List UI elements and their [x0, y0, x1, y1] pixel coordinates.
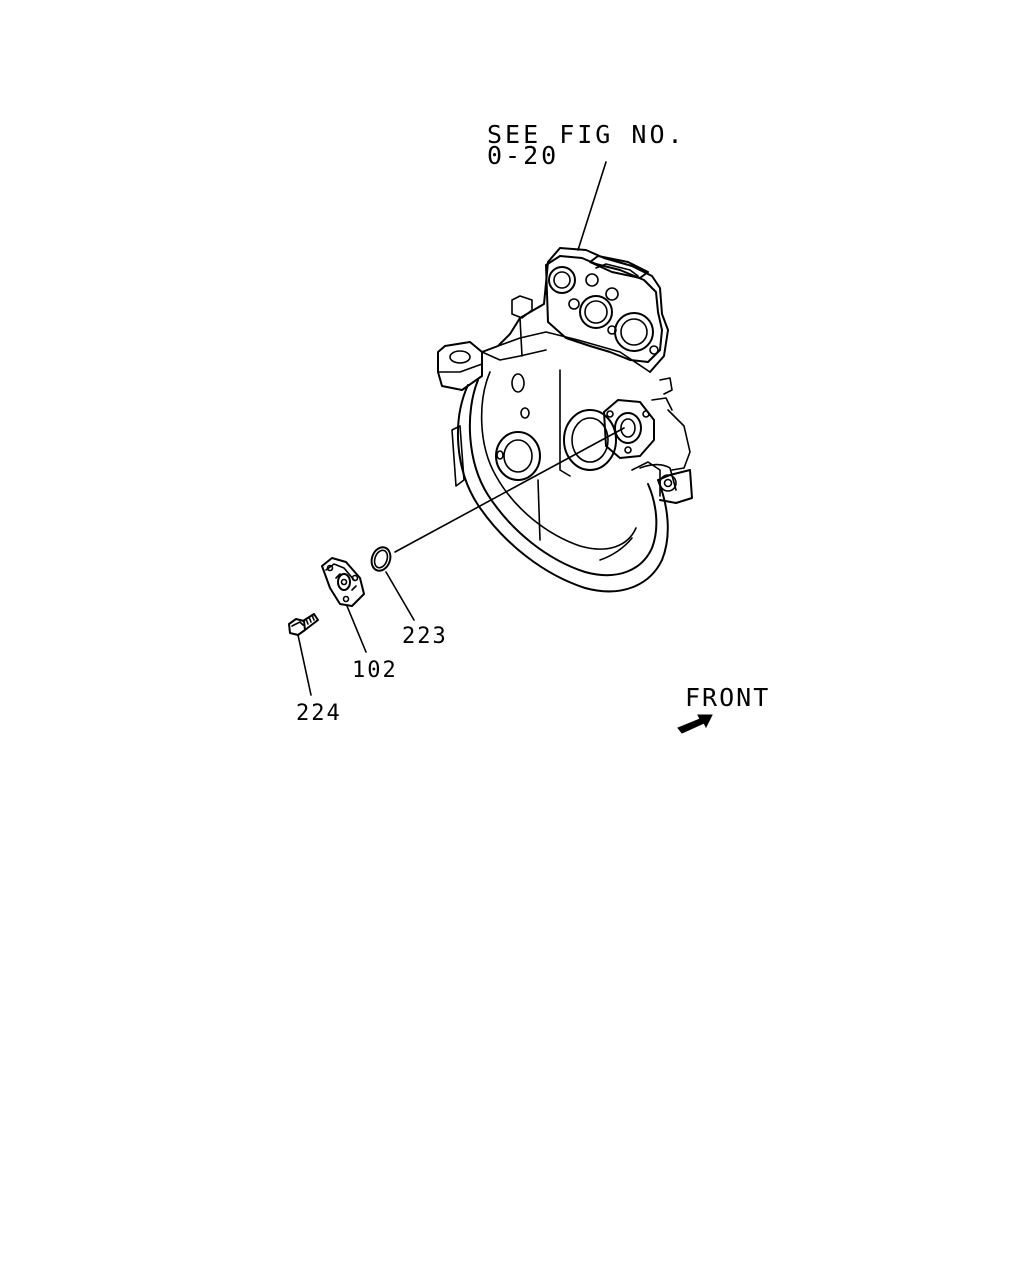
part-label-223: 223 — [402, 624, 448, 649]
part-label-224: 224 — [296, 701, 342, 726]
reference-note: SEE FIG NO. 0-20 — [487, 122, 686, 168]
reference-note-line1: SEE FIG NO. — [487, 120, 686, 149]
flywheel-housing — [437, 247, 693, 593]
leader-223 — [385, 571, 415, 621]
part-label-102: 102 — [352, 658, 398, 683]
cover-plate-part-102 — [321, 557, 365, 607]
reference-note-line2: 0-20 — [487, 141, 560, 170]
leader-224 — [297, 634, 312, 696]
assembly-axis-line — [394, 427, 625, 553]
leader-102 — [346, 605, 367, 653]
bolt-part-224 — [288, 613, 319, 636]
front-orientation-label: FRONT — [685, 683, 771, 712]
arrow-icon — [677, 714, 713, 734]
reference-leader-line — [577, 161, 607, 251]
o-ring-part-223 — [370, 546, 392, 572]
